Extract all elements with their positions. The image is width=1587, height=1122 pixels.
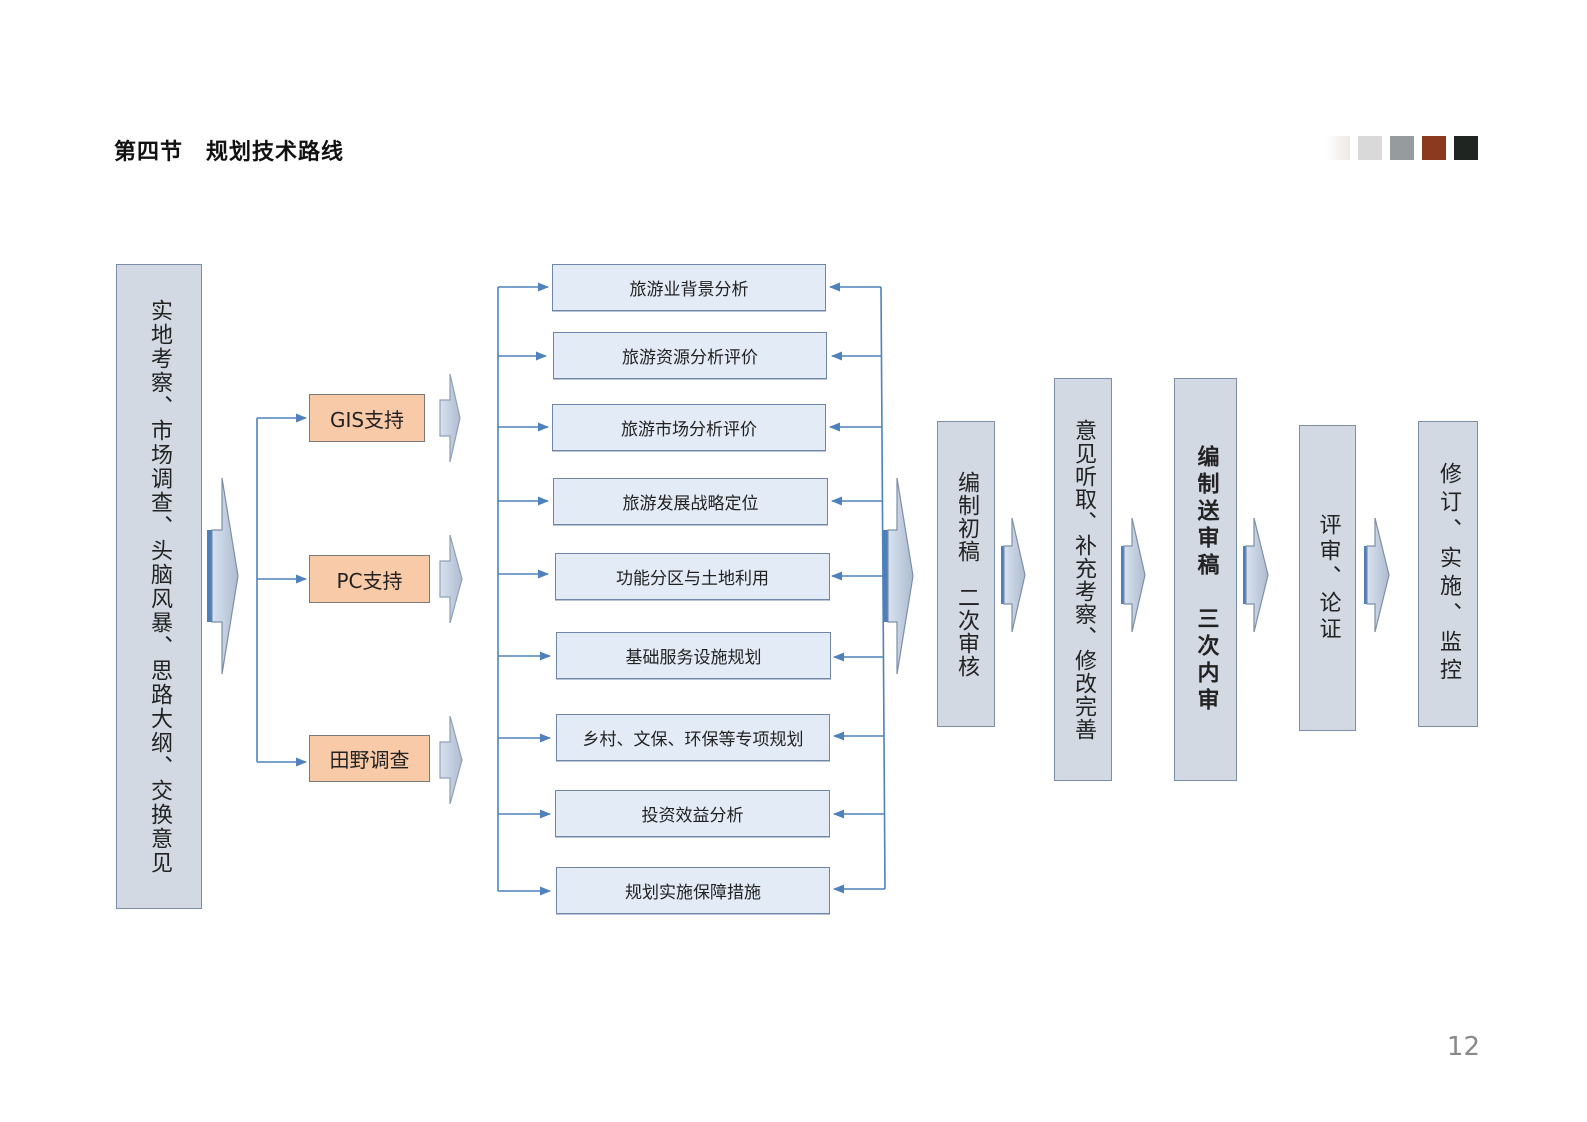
page-title: 第四节 规划技术路线 xyxy=(114,140,345,165)
topic-box-1: 旅游业背景分析 xyxy=(552,264,826,311)
stage-label-1: 编制初稿 二次审核 xyxy=(954,470,979,678)
support-label-gis: GIS支持 xyxy=(329,407,405,432)
support-arrow-3 xyxy=(439,715,463,805)
support-branches xyxy=(256,413,308,767)
topic-box-9: 规划实施保障措施 xyxy=(556,867,830,914)
stage-arrow-1 xyxy=(1001,517,1026,633)
big-arrow-1 xyxy=(207,477,239,675)
stage-box-5: 修订、实施、监控 xyxy=(1418,421,1478,727)
stage-label-3: 编制送审稿 三次内审 xyxy=(1193,444,1219,715)
stage-arrow-2 xyxy=(1121,517,1146,633)
support-box-pc: PC支持 xyxy=(309,555,430,603)
topic-label-4: 旅游发展战略定位 xyxy=(622,494,759,514)
support-arrow-1 xyxy=(439,373,461,463)
stage-label-4: 评审、论证 xyxy=(1315,513,1341,643)
support-box-gis: GIS支持 xyxy=(309,394,425,442)
topic-label-8: 投资效益分析 xyxy=(641,806,744,826)
support-label-field: 田野调查 xyxy=(329,748,410,772)
topic-label-3: 旅游市场分析评价 xyxy=(621,420,757,440)
topic-box-7: 乡村、文保、环保等专项规划 xyxy=(556,714,830,761)
topic-label-6: 基础服务设施规划 xyxy=(625,648,762,668)
stage-label-5: 修订、实施、监控 xyxy=(1436,462,1461,686)
stage-label-2: 意见听取、补充考察、修改完善 xyxy=(1071,418,1096,741)
support-label-pc: PC支持 xyxy=(336,568,403,593)
topic-box-2: 旅游资源分析评价 xyxy=(553,332,827,379)
stage-arrow-4 xyxy=(1364,517,1390,633)
stage-box-3: 编制送审稿 三次内审 xyxy=(1174,378,1237,781)
color-swatch-2 xyxy=(1358,136,1382,160)
topic-label-7: 乡村、文保、环保等专项规划 xyxy=(582,730,804,750)
big-arrow-2 xyxy=(883,477,914,675)
topic-box-8: 投资效益分析 xyxy=(555,790,830,837)
start-box-label: 实地考察、市场调查、头脑风暴、思路大纲、交换意见 xyxy=(147,298,172,875)
color-swatch-4 xyxy=(1422,136,1446,160)
topic-left-branches xyxy=(497,282,552,896)
stage-box-1: 编制初稿 二次审核 xyxy=(937,421,995,727)
support-arrow-2 xyxy=(439,534,463,624)
color-swatch-1 xyxy=(1326,136,1350,160)
topic-right-branches xyxy=(828,282,886,894)
topic-label-5: 功能分区与土地利用 xyxy=(616,569,769,589)
stage-box-2: 意见听取、补充考察、修改完善 xyxy=(1054,378,1112,781)
topic-label-9: 规划实施保障措施 xyxy=(625,883,761,903)
color-swatch-3 xyxy=(1390,136,1414,160)
topic-label-2: 旅游资源分析评价 xyxy=(622,348,758,368)
topic-box-4: 旅游发展战略定位 xyxy=(553,478,828,525)
stage-arrow-3 xyxy=(1243,517,1269,633)
topic-box-3: 旅游市场分析评价 xyxy=(552,404,826,451)
topic-box-5: 功能分区与土地利用 xyxy=(555,553,830,600)
stage-box-4: 评审、论证 xyxy=(1299,425,1356,731)
support-box-field: 田野调查 xyxy=(309,735,430,782)
start-box: 实地考察、市场调查、头脑风暴、思路大纲、交换意见 xyxy=(116,264,202,909)
topic-box-6: 基础服务设施规划 xyxy=(556,632,831,679)
color-swatch-5 xyxy=(1454,136,1478,160)
page-number: 12 xyxy=(1446,1032,1480,1062)
topic-label-1: 旅游业背景分析 xyxy=(629,280,749,300)
